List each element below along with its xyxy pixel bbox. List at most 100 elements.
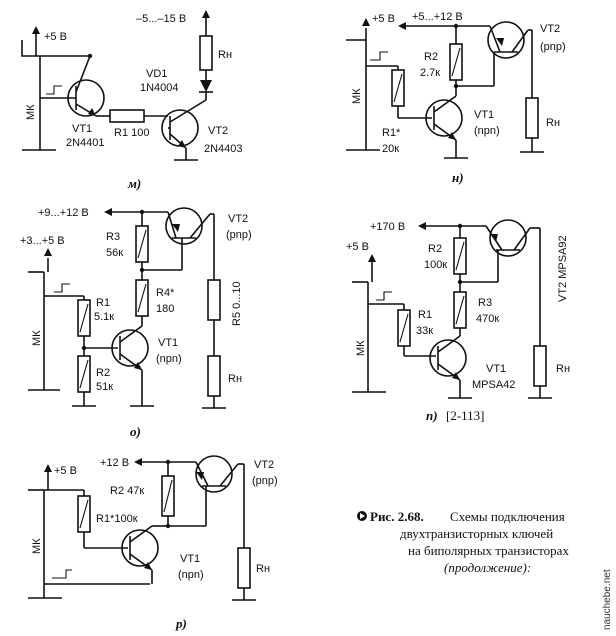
vt2-name: VT2	[208, 125, 228, 137]
vt1-type: (npn)	[178, 569, 204, 581]
caption-o: о)	[130, 424, 141, 439]
vt1-name: VT1	[474, 109, 494, 121]
load-resistor	[237, 547, 251, 589]
caption-tail: (продолжение):	[444, 560, 531, 575]
r2-name: R2	[424, 51, 438, 63]
pulse-icon	[370, 51, 388, 61]
r3-val: 470к	[476, 313, 499, 325]
schematic-m: МК +5 В VT1 2N4401 R1 100 VT2 2N4403	[21, 10, 243, 191]
vt2-type: (pnp)	[540, 41, 566, 53]
caption-line-1: Схемы подключения	[450, 509, 565, 524]
supply-arrow-icon	[32, 26, 40, 34]
vt1-type: (npn)	[156, 353, 182, 365]
supply-label: +5 В	[372, 13, 395, 25]
pulse-icon	[46, 85, 62, 95]
r1-val: 33к	[416, 325, 433, 337]
r2-label: R2 47к	[110, 485, 144, 497]
vt2-type: (pnp)	[252, 475, 278, 487]
reference: [2-113]	[446, 408, 485, 423]
mk-label: МК	[25, 104, 37, 120]
pulse-icon	[52, 569, 72, 579]
vt1-name: VT1	[72, 123, 92, 135]
load-label: Rн	[256, 563, 270, 575]
r2-val: 2.7к	[420, 67, 440, 79]
vt2-transistor-icon	[489, 219, 527, 257]
r4-val: 180	[156, 303, 174, 315]
load-supply-label: +12 В	[100, 457, 129, 469]
schematic-r: МК +5 В R1*100к VT1 (npn) R2 47к	[28, 455, 278, 631]
vt2-name: VT2	[254, 459, 274, 471]
vt2-name: VT2	[228, 213, 248, 225]
load-label: Rн	[546, 117, 560, 129]
r3-name: R3	[478, 297, 492, 309]
caption-r: р)	[175, 616, 187, 631]
vt2-transistor-icon	[195, 455, 233, 493]
r3-name: R3	[106, 231, 120, 243]
r1-val: 5.1к	[94, 311, 114, 323]
vt2-name: VT2	[540, 23, 560, 35]
mk-label: МК	[351, 88, 363, 104]
load-label: Rн	[218, 49, 232, 61]
supply-arrow-icon	[368, 254, 376, 262]
r1-label: R1*100к	[96, 513, 138, 525]
load-supply-arrow-icon	[418, 222, 426, 230]
supply-arrow-icon	[44, 248, 52, 256]
vt1-transistor-icon	[429, 339, 467, 377]
vt1-part: MPSA42	[472, 379, 515, 391]
load-resistor	[533, 345, 547, 387]
r1-name: R1*	[382, 127, 401, 139]
mk-label: МК	[31, 538, 43, 554]
vt2-label: VT2 MPSA92	[557, 235, 569, 302]
supply-arrow-icon	[362, 18, 370, 26]
caption-n: н)	[452, 170, 464, 185]
load-supply-arrow-icon	[202, 10, 210, 18]
caption-m: м)	[127, 176, 141, 191]
figure-number: Рис. 2.68.	[370, 509, 424, 524]
vt2-part: 2N4403	[204, 143, 243, 155]
vd1-part: 1N4004	[140, 82, 179, 94]
r2-name: R2	[428, 243, 442, 255]
pulse-icon	[54, 283, 70, 293]
vt1-transistor-icon	[425, 99, 463, 137]
load-supply-label: +5...+12 В	[412, 11, 463, 23]
load-supply-label: –5...–15 В	[136, 13, 186, 25]
watermark: nauchebe.net	[602, 569, 613, 630]
vt1-transistor-icon	[121, 529, 159, 567]
r1-resistor	[109, 109, 145, 123]
vt1-name: VT1	[180, 553, 200, 565]
load-supply-arrow-icon	[104, 208, 112, 216]
vt2-transistor-icon	[487, 21, 525, 59]
load-supply-arrow-icon	[398, 22, 406, 30]
r4-name: R4*	[156, 287, 175, 299]
vt1-type: (npn)	[474, 125, 500, 137]
r1-val: 20к	[382, 143, 399, 155]
schematic-p: МК +5 В R1 33к VT1 MPSA42 R3 470к	[346, 219, 570, 423]
vd1-diode-icon	[200, 80, 212, 92]
r2-name: R2	[96, 367, 110, 379]
r5-resistor	[207, 279, 221, 321]
r5-label: R5 0...10	[231, 281, 243, 326]
supply-label: +5 В	[346, 241, 369, 253]
load-supply-label: +9...+12 В	[38, 207, 89, 219]
vt2-type: (pnp)	[226, 229, 252, 241]
r2-val: 51к	[96, 381, 113, 393]
supply-arrow-icon	[44, 464, 52, 472]
r1-label: R1 100	[114, 127, 149, 139]
load-resistor	[525, 97, 539, 139]
schematic-o: МК +3...+5 В R1 5.1к R2 51к VT1 (npn)	[20, 207, 252, 439]
caption-line-2: двухтранзисторных ключей	[400, 526, 553, 541]
caption-line-3: на биполярных транзисторах	[408, 543, 569, 558]
load-resistor	[207, 355, 221, 397]
r2-val: 100к	[424, 259, 447, 271]
pulse-icon	[376, 291, 392, 301]
vt1-part: 2N4401	[66, 137, 105, 149]
r1-name: R1	[418, 309, 432, 321]
load-supply-label: +170 В	[370, 221, 405, 233]
supply-label: +5 В	[44, 31, 67, 43]
r3-val: 56к	[106, 247, 123, 259]
load-resistor	[199, 35, 213, 71]
supply-label: +5 В	[54, 465, 77, 477]
r1-name: R1	[96, 297, 110, 309]
vt1-transistor-icon	[111, 329, 149, 367]
